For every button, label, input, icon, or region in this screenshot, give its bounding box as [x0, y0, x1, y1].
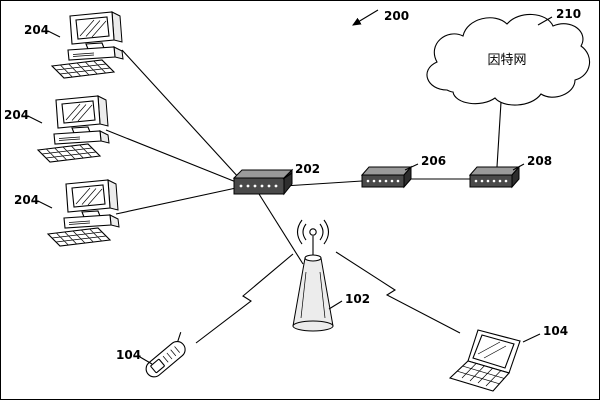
- link-switch-modem: [283, 180, 363, 187]
- label-computer-1-leader: [47, 30, 61, 38]
- label-cloud-ref: 210: [556, 7, 581, 21]
- label-switch-leader: [282, 172, 293, 180]
- label-modem: 206: [421, 154, 446, 168]
- modem-icon: [361, 166, 412, 188]
- label-computer-3-leader: [37, 200, 53, 209]
- radio-wave-right-outer: [323, 219, 330, 245]
- basestation-icon: [292, 219, 334, 332]
- label-basestation: 102: [345, 292, 370, 306]
- label-laptop: 104: [543, 324, 568, 338]
- switch-icon: [232, 168, 294, 196]
- label-phone: 104: [116, 348, 141, 362]
- computer-2-icon: [37, 95, 110, 163]
- radio-wave-right-inner: [319, 223, 324, 241]
- radio-wave-left-outer: [296, 219, 303, 245]
- wireless-link-laptop: [335, 251, 461, 334]
- link-pc2-switch: [105, 129, 237, 183]
- computer-3-icon: [47, 179, 120, 247]
- label-basestation-leader: [328, 300, 343, 310]
- wireless-link-phone: [195, 253, 294, 344]
- link-pc1-switch: [121, 49, 241, 180]
- link-switch-basestation: [258, 193, 304, 265]
- label-laptop-leader: [522, 333, 541, 343]
- figure-ref-arrow: [352, 9, 379, 26]
- label-phone-leader: [139, 356, 153, 365]
- label-cloud-leader: [537, 16, 553, 26]
- label-figure-ref: 200: [384, 9, 409, 23]
- radio-wave-left-inner: [302, 223, 307, 241]
- internet-label: 因特网: [487, 53, 526, 68]
- antenna-tip: [309, 228, 317, 236]
- label-computer-3: 204: [14, 193, 39, 207]
- link-pc3-switch: [115, 187, 237, 215]
- mobile-phone-icon: [145, 331, 186, 378]
- label-switch: 202: [295, 162, 320, 176]
- label-computer-2-leader: [27, 115, 43, 124]
- label-router-leader: [512, 163, 525, 171]
- internet-cloud: 因特网: [426, 13, 591, 106]
- laptop-icon: [448, 329, 521, 392]
- router-icon: [469, 166, 520, 188]
- link-router-cloud: [496, 101, 502, 168]
- label-computer-1: 204: [24, 23, 49, 37]
- label-modem-leader: [404, 163, 419, 171]
- label-router: 208: [527, 154, 552, 168]
- label-computer-2: 204: [4, 108, 29, 122]
- computer-1-icon: [51, 11, 124, 79]
